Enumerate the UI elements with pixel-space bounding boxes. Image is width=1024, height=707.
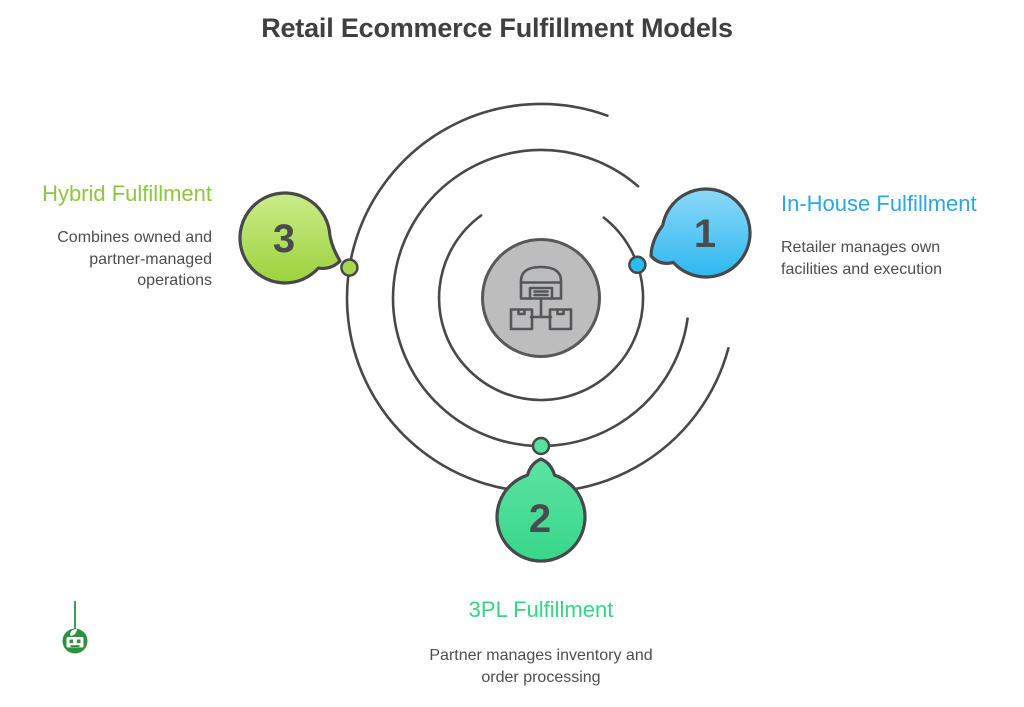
3pl-node-dot [531,436,551,456]
robot-eye-right [76,639,81,644]
spiral-arc-middle [391,148,689,448]
hybrid-desc-line: partner-managed [89,250,212,268]
warehouse-distribution-icon [509,265,573,331]
hybrid-desc-line: operations [137,272,212,289]
spiral-arc-outer [345,102,730,494]
inhouse-heading: In-House Fulfillment [781,191,977,216]
3pl-heading: 3PL Fulfillment [468,597,614,622]
warehouse-building [519,265,563,300]
bubble-3-shape [238,191,342,285]
bubble-2-3pl: 2 [495,457,587,563]
spiral [345,102,730,494]
bubble-3-number: 3 [273,217,295,261]
hybrid-heading: Hybrid Fulfillment [42,181,212,206]
inhouse-node-dot [628,255,647,275]
distribution-connector [529,297,553,319]
warehouse-door-slats [533,290,549,297]
robot-eye-left [69,639,74,644]
hybrid-description: Combines owned and partner-managed opera… [42,227,212,292]
3pl-desc-line: order processing [481,668,601,686]
robot-mouth [70,645,80,648]
inhouse-description: Retailer manages own facilities and exec… [781,237,977,280]
hybrid-node-dot [340,258,359,277]
warehouse-door [528,286,554,300]
bubble-2-number: 2 [529,497,551,541]
label-block-3pl: 3PL Fulfillment Partner manages inventor… [391,597,691,688]
robot-leaf [70,629,77,636]
3pl-desc-line: Partner manages inventory and [429,647,653,664]
robot-logo-icon [62,601,88,654]
package-box-right [548,308,573,331]
label-block-inhouse: In-House Fulfillment Retailer manages ow… [781,191,977,280]
bubble-1-inhouse: 1 [649,187,752,279]
bubble-1-number: 1 [694,212,716,256]
3pl-description: Partner manages inventory and order proc… [391,645,691,688]
inhouse-desc-line: facilities and execution [781,260,942,278]
package-box-left [509,308,534,331]
inhouse-desc-line: Retailer manages own [781,239,941,256]
hybrid-desc-line: Combines owned and [57,229,212,246]
page-title: Retail Ecommerce Fulfillment Models [261,13,733,43]
spiral-arc-inner [437,214,645,402]
label-block-hybrid: Hybrid Fulfillment Combines owned and pa… [42,181,212,292]
bubble-1-shape [649,187,752,279]
bubble-3-hybrid: 3 [238,191,342,285]
bubble-2-shape [495,457,587,563]
